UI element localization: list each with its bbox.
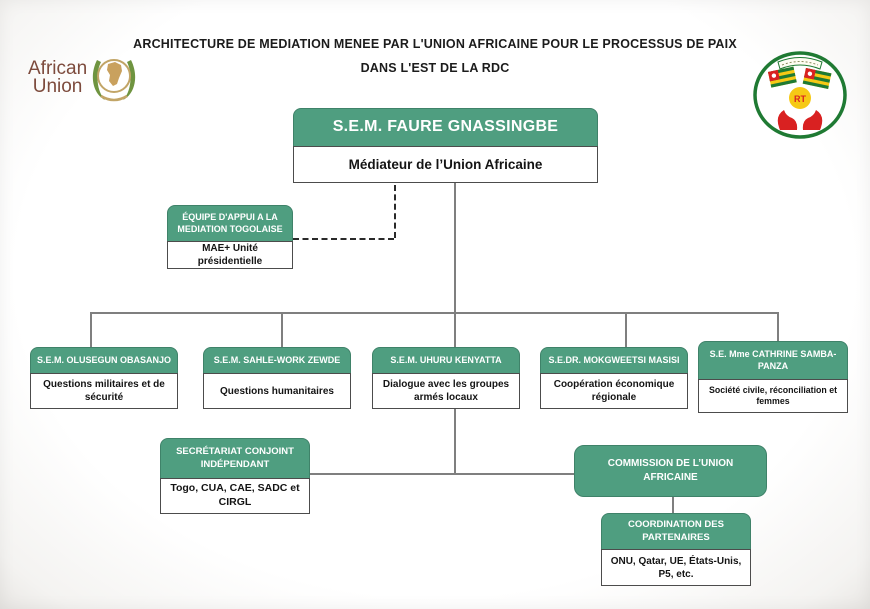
african-union-logo-text: African Union: [28, 57, 88, 97]
connector-drop-2: [281, 312, 283, 347]
page-title: ARCHITECTURE DE MEDIATION MENEE PAR L'UN…: [75, 32, 795, 80]
secretariat-box: SECRÉTARIAT CONJOINT INDÉPENDANT Togo, C…: [160, 438, 310, 514]
commission-box: COMMISSION DE L’UNION AFRICAINE: [574, 445, 767, 497]
envoy-box-kenyatta: S.E.M. UHURU KENYATTA Dialogue avec les …: [372, 347, 520, 409]
envoy-box-masisi: S.E.DR. MOKGWEETSI MASISI Coopération éc…: [540, 347, 688, 409]
support-team-name: ÉQUIPE D'APPUI A LA MEDIATION TOGOLAISE: [167, 205, 293, 241]
connector-mid-horizontal: [310, 473, 574, 475]
connector-drop-1: [90, 312, 92, 347]
togo-coat-of-arms-icon: RT: [753, 51, 847, 139]
mediator-box: S.E.M. FAURE GNASSINGBE Médiateur de l’U…: [293, 108, 598, 183]
envoy-role: Coopération économique régionale: [540, 373, 688, 409]
connector-drop-3: [454, 312, 456, 347]
envoy-box-zewde: S.E.M. SAHLE-WORK ZEWDE Questions humani…: [203, 347, 351, 409]
connector-mediator-down: [454, 183, 456, 312]
african-union-word-2: Union: [32, 76, 83, 97]
secretariat-role: Togo, CUA, CAE, SADC et CIRGL: [160, 478, 310, 514]
envoy-name: S.E.M. OLUSEGUN OBASANJO: [30, 347, 178, 373]
connector-dashed-vertical: [394, 185, 396, 238]
connector-drop-4: [625, 312, 627, 347]
connector-kenyatta-down: [454, 409, 456, 473]
envoy-name: S.E. Mme CATHRINE SAMBA-PANZA: [698, 341, 848, 379]
envoy-box-samba-panza: S.E. Mme CATHRINE SAMBA-PANZA Société ci…: [698, 341, 848, 413]
support-team-role: MAE+ Unité présidentielle: [167, 241, 293, 269]
envoy-name: S.E.DR. MOKGWEETSI MASISI: [540, 347, 688, 373]
secretariat-name: SECRÉTARIAT CONJOINT INDÉPENDANT: [160, 438, 310, 478]
togo-rt-monogram: RT: [794, 94, 806, 104]
support-team-box: ÉQUIPE D'APPUI A LA MEDIATION TOGOLAISE …: [167, 205, 293, 269]
connector-commission-down: [672, 497, 674, 513]
envoy-role: Questions humanitaires: [203, 373, 351, 409]
coordination-name: COORDINATION DES PARTENAIRES: [601, 513, 751, 549]
african-union-logo: African Union: [28, 50, 137, 106]
connector-dashed-horizontal: [293, 238, 394, 240]
envoy-name: S.E.M. SAHLE-WORK ZEWDE: [203, 347, 351, 373]
connector-row-horizontal: [90, 312, 777, 314]
mediator-name: S.E.M. FAURE GNASSINGBE: [293, 108, 598, 146]
coordination-box: COORDINATION DES PARTENAIRES ONU, Qatar,…: [601, 513, 751, 586]
togo-coat-of-arms: RT: [750, 48, 850, 145]
page-title-line2: DANS L'EST DE LA RDC: [360, 61, 510, 75]
connector-drop-5: [777, 312, 779, 341]
envoy-name: S.E.M. UHURU KENYATTA: [372, 347, 520, 373]
envoy-role: Questions militaires et de sécurité: [30, 373, 178, 409]
african-union-emblem-icon: [92, 59, 136, 102]
coordination-role: ONU, Qatar, UE, États-Unis, P5, etc.: [601, 549, 751, 586]
page-title-line1: ARCHITECTURE DE MEDIATION MENEE PAR L'UN…: [133, 37, 737, 51]
envoy-role: Dialogue avec les groupes armés locaux: [372, 373, 520, 409]
envoy-box-obasanjo: S.E.M. OLUSEGUN OBASANJO Questions milit…: [30, 347, 178, 409]
african-union-word-1: African: [28, 57, 88, 79]
mediator-role: Médiateur de l’Union Africaine: [293, 146, 598, 183]
envoy-role: Société civile, réconciliation et femmes: [698, 379, 848, 413]
